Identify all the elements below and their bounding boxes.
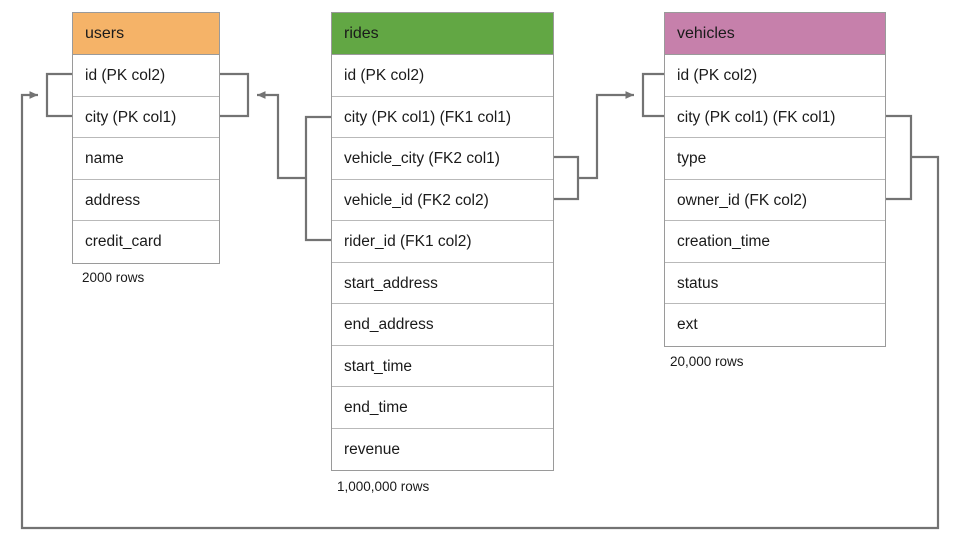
table-rides[interactable]: rides id (PK col2) city (PK col1) (FK1 c… [331,12,554,471]
table-users-row-count: 2000 rows [82,270,145,285]
table-vehicles-column-creation-time[interactable]: creation_time [665,221,885,263]
table-users-column-id[interactable]: id (PK col2) [73,55,219,97]
table-vehicles[interactable]: vehicles id (PK col2) city (PK col1) (FK… [664,12,886,347]
table-rides-column-vehicle-id[interactable]: vehicle_id (FK2 col2) [332,179,553,221]
table-users-column-credit-card[interactable]: credit_card [73,221,219,263]
users-left-bracket [45,72,72,118]
connector-rides-fk1-to-users [257,91,306,180]
vehicles-fk-bracket [886,114,913,201]
table-users-column-city[interactable]: city (PK col1) [73,96,219,138]
table-rides-header: rides [332,13,553,55]
table-vehicles-row-count: 20,000 rows [670,354,744,369]
table-rides-column-start-address[interactable]: start_address [332,262,553,304]
connector-rides-fk2-to-vehicles [578,91,634,180]
table-vehicles-column-city[interactable]: city (PK col1) (FK col1) [665,96,885,138]
connector-vehicles-fk-to-users [20,91,940,530]
table-users-header: users [73,13,219,55]
table-vehicles-column-owner-id[interactable]: owner_id (FK col2) [665,179,885,221]
table-vehicles-column-status[interactable]: status [665,262,885,304]
table-rides-column-revenue[interactable]: revenue [332,428,553,470]
table-rides-column-vehicle-city[interactable]: vehicle_city (FK2 col1) [332,138,553,180]
rides-fk1-bracket [304,115,331,242]
table-vehicles-column-type[interactable]: type [665,138,885,180]
users-right-bracket [220,72,250,118]
vehicles-left-bracket [641,72,664,118]
table-rides-column-rider-id[interactable]: rider_id (FK1 col2) [332,221,553,263]
table-rides-column-city[interactable]: city (PK col1) (FK1 col1) [332,96,553,138]
table-rides-column-end-address[interactable]: end_address [332,304,553,346]
table-users-column-name[interactable]: name [73,138,219,180]
table-rides-column-start-time[interactable]: start_time [332,345,553,387]
table-vehicles-column-ext[interactable]: ext [665,304,885,346]
table-users[interactable]: users id (PK col2) city (PK col1) name a… [72,12,220,264]
table-vehicles-column-id[interactable]: id (PK col2) [665,55,885,97]
table-rides-column-end-time[interactable]: end_time [332,387,553,429]
table-rides-row-count: 1,000,000 rows [337,479,430,494]
rides-fk2-bracket [554,155,580,201]
table-users-column-address[interactable]: address [73,179,219,221]
table-rides-column-id[interactable]: id (PK col2) [332,55,553,97]
table-vehicles-header: vehicles [665,13,885,55]
